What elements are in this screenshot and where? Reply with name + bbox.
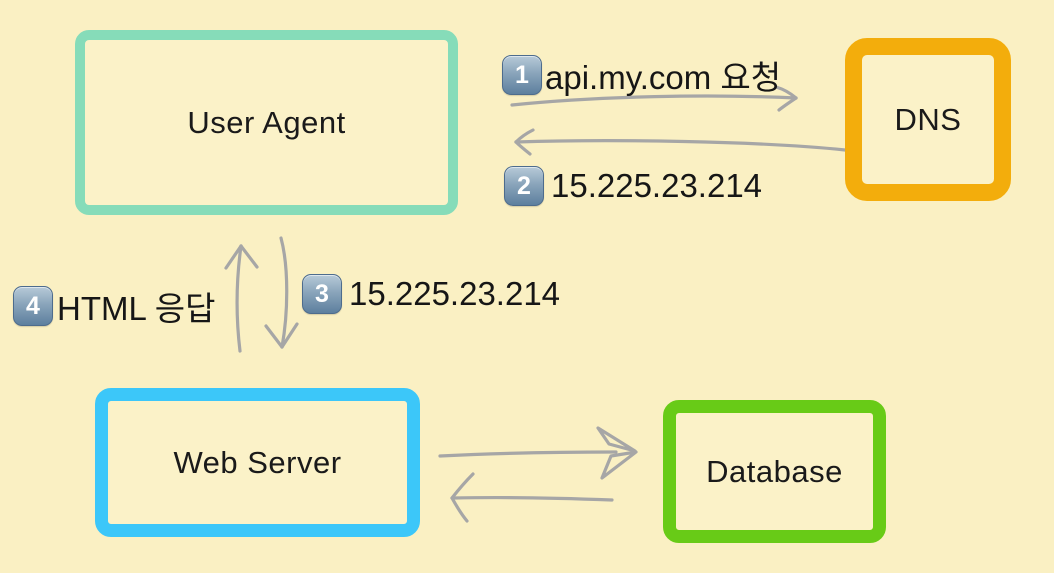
node-user-agent: User Agent bbox=[75, 30, 458, 215]
step-4-keycap-badge: 4 bbox=[13, 286, 53, 326]
step-4-label-group: 4 HTML 응답 bbox=[13, 282, 216, 330]
step-3-text: 15.225.23.214 bbox=[349, 275, 561, 312]
arrow-user-agent-to-web-server bbox=[264, 236, 299, 349]
node-database-label: Database bbox=[706, 453, 843, 489]
node-dns: DNS bbox=[845, 38, 1011, 201]
node-user-agent-label: User Agent bbox=[187, 104, 346, 140]
node-web-server-label: Web Server bbox=[173, 444, 342, 480]
step-3-label-group: 3 15.225.23.214 bbox=[302, 274, 560, 314]
arrow-database-to-web-server bbox=[450, 472, 614, 523]
arrow-dns-to-user-agent bbox=[514, 128, 847, 156]
arrow-web-server-to-database bbox=[438, 426, 638, 480]
node-dns-label: DNS bbox=[894, 101, 962, 137]
step-1-text: api.my.com 요청 bbox=[545, 59, 782, 96]
node-web-server: Web Server bbox=[95, 388, 420, 537]
step-1-label-group: 1 api.my.com 요청 bbox=[502, 51, 781, 99]
node-database: Database bbox=[663, 400, 886, 543]
step-4-text: HTML 응답 bbox=[57, 290, 216, 327]
step-2-text: 15.225.23.214 bbox=[551, 167, 763, 204]
step-2-label-group: 2 15.225.23.214 bbox=[504, 166, 762, 206]
step-3-keycap-badge: 3 bbox=[302, 274, 342, 314]
step-1-keycap-badge: 1 bbox=[502, 55, 542, 95]
step-2-keycap-badge: 2 bbox=[504, 166, 544, 206]
arrow-web-server-to-user-agent bbox=[224, 244, 259, 353]
